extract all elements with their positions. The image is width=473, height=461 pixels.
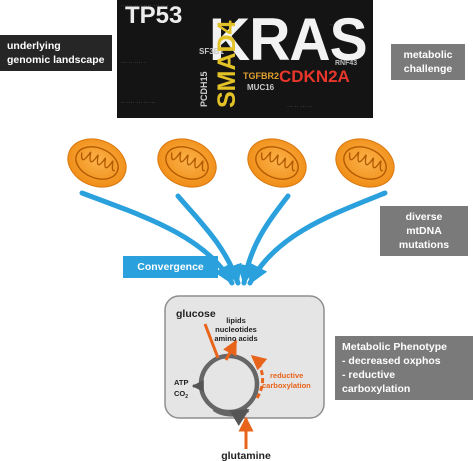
cloud-filler-text: ·· ···· ··· ·· ··· xyxy=(121,100,156,106)
convergence-label: Convergence xyxy=(123,256,218,278)
gene-rnf43: RNF43 xyxy=(335,60,358,67)
product-amino-acids: amino acids xyxy=(214,334,257,343)
reductive-label: reductive xyxy=(270,371,303,380)
convergence-arrows xyxy=(79,190,388,286)
mitochondrion-icon xyxy=(239,129,315,197)
atp-label: ATP xyxy=(174,378,188,387)
gene-cdkn2a: CDKN2A xyxy=(279,67,350,86)
gene-kras: KRAS xyxy=(209,6,368,73)
phenotype-item: - reductive carboxylation xyxy=(342,369,411,395)
phenotype-item: - decreased oxphos xyxy=(342,355,441,367)
gene-tgfbr2: TGFBR2 xyxy=(243,71,279,81)
cycle-arrowhead xyxy=(212,407,250,427)
gene-word-cloud: ·· ··· ·· · ···· ··· ·· · ··· ·· ···· · … xyxy=(117,0,373,118)
metabolic-phenotype-box: Metabolic Phenotype - decreased oxphos -… xyxy=(335,336,473,400)
cloud-filler-text: ·· ··· xyxy=(329,22,341,28)
cloud-filler-text: ·· ··· ·· · ···· ··· ·· · xyxy=(121,3,169,9)
cloud-filler-text: ··· ·· ··· ·· xyxy=(287,104,312,110)
reductive-carboxylation-arrow xyxy=(250,354,268,399)
co2-label: CO2 xyxy=(174,389,188,400)
mtdna-mutations-label: diverse mtDNA mutations xyxy=(380,206,468,256)
metabolic-challenge-label: metabolic challenge xyxy=(391,44,465,80)
genomic-landscape-label: underlying genomic landscape xyxy=(0,35,112,71)
gene-muc16: MUC16 xyxy=(247,83,275,92)
mitochondrion-icon xyxy=(59,129,135,197)
co2-subscript: 2 xyxy=(185,394,188,400)
phenotype-title: Metabolic Phenotype xyxy=(342,341,448,353)
carboxylation-label: carboxylation xyxy=(262,381,311,390)
product-nucleotides: nucleotides xyxy=(215,325,257,334)
cloud-filler-text: ··· ·· ···· · xyxy=(121,60,146,66)
mitochondrion-icon xyxy=(149,129,225,197)
glucose-arrow xyxy=(203,323,220,359)
gene-tp53: TP53 xyxy=(125,2,183,29)
product-lipids: lipids xyxy=(226,316,246,325)
gene-sf3b1: SF3B1 xyxy=(199,47,224,56)
mitochondrion-icon xyxy=(327,129,403,197)
glutamine-label: glutamine xyxy=(221,450,271,461)
biosynthesis-arrow xyxy=(223,339,238,361)
co2-base: CO xyxy=(174,389,185,398)
glucose-label: glucose xyxy=(176,308,216,320)
